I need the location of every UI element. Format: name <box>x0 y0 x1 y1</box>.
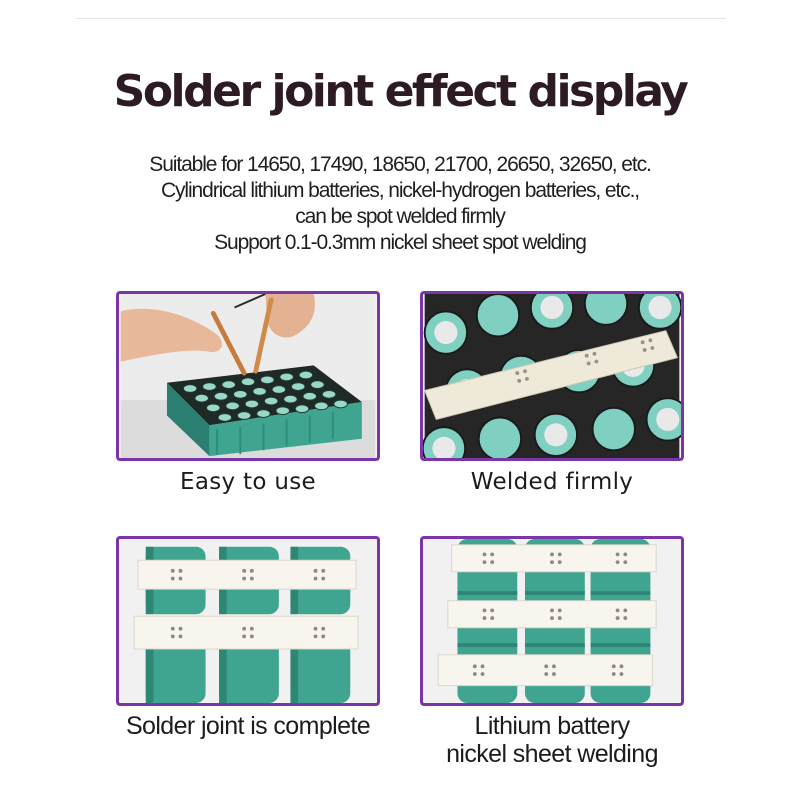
description: Suitable for 14650, 17490, 18650, 21700,… <box>0 152 800 256</box>
solder-joint-illustration <box>120 539 376 703</box>
caption-easy-to-use: Easy to use <box>180 469 316 495</box>
description-line: Support 0.1-0.3mm nickel sheet spot weld… <box>214 231 587 254</box>
welded-holder-illustration <box>423 294 681 458</box>
description-line: can be spot welded firmly <box>295 205 506 228</box>
photo-welded-firmly <box>420 291 684 461</box>
top-divider <box>76 18 726 19</box>
caption-welded-firmly: Welded firmly <box>470 469 634 495</box>
photo-nickel-sheet-welding <box>420 536 684 706</box>
description-line: Suitable for 14650, 17490, 18650, 21700,… <box>149 153 652 176</box>
photo-solder-joint-complete <box>116 536 380 706</box>
caption-nickel-sheet-welding: Lithium battery nickel sheet welding <box>410 712 694 768</box>
description-line: Cylindrical lithium batteries, nickel-hy… <box>160 179 640 202</box>
nickel-sheet-illustration <box>424 539 680 703</box>
caption-solder-joint-complete: Solder joint is complete <box>125 712 371 740</box>
caption-line: Lithium battery <box>474 712 631 740</box>
page-title: Solder joint effect display <box>113 66 689 117</box>
caption-line: nickel sheet welding <box>446 740 658 768</box>
welding-hands-illustration <box>120 294 376 458</box>
photo-easy-to-use <box>116 291 380 461</box>
